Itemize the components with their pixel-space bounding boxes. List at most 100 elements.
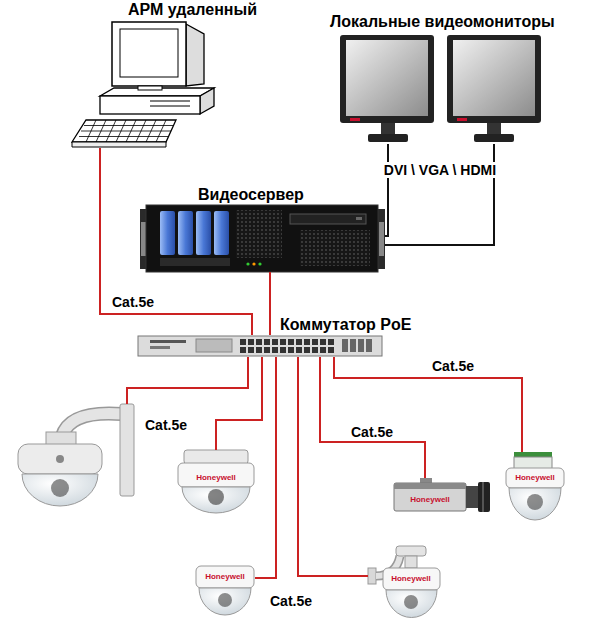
box-camera-illustration-part [466,486,478,508]
workstation-illustration-part [156,120,166,142]
poe-switch-illustration-part [150,346,170,349]
dome-camera-illustration [196,566,254,615]
poe-switch-illustration-part [358,339,364,352]
ptz-camera-illustration-part [404,595,418,609]
dome-camera-illustration [506,452,564,520]
dome-camera-illustration [178,450,254,513]
workstation-illustration-part [186,24,204,86]
workstation-illustration-part [84,125,174,126]
cable-line [385,144,388,236]
video-server-node: Видеосервер [140,205,385,272]
video-cable [385,144,494,245]
dome-camera-illustration-part [196,566,254,588]
cat5e-cable [334,357,522,452]
brand-logo: Honeywell [205,572,245,582]
cable-line [269,272,271,335]
box-camera-illustration-part [478,482,490,512]
cable-line [385,144,494,245]
video-server-illustration-part [214,211,229,255]
video-server-illustration-part [146,205,378,272]
workstation-illustration-part [86,120,96,142]
poe-switch-illustration-part [350,339,356,352]
camera-node: Honeywell [503,452,569,522]
cable-label: Cat.5e [349,424,395,440]
node-heading: Видеосервер [198,186,304,204]
video-server-illustration-part [236,210,282,258]
workstation-illustration-part [72,120,176,142]
poe-switch-node: Коммутатор PoE [138,335,382,357]
camera-node: Honeywell [390,478,492,516]
poe-switch-illustration-part [366,339,372,352]
workstation-illustration-part [136,120,146,142]
workstation-illustration-part [81,131,171,132]
video-server-illustration-part [178,211,193,255]
dome-camera-illustration-part [208,489,224,505]
poe-switch-illustration-part [138,336,382,356]
cable-line [100,148,252,335]
workstation-illustration-part [146,120,156,142]
video-server-illustration-part [141,222,146,256]
workstation-illustration-part [100,96,200,114]
brand-logo: Honeywell [391,574,431,584]
video-server-illustration-part [356,217,362,220]
dome-camera-illustration-part [527,494,543,510]
ptz-camera-illustration [18,404,134,506]
dome-camera-illustration-part [514,452,552,457]
dome-camera-illustration-part [514,457,552,469]
cat5e-cable [100,148,252,335]
dome-camera-illustration-part [509,488,561,520]
video-server-illustration-part [160,211,175,255]
cat5e-cable [298,357,368,576]
workstation-illustration-part [112,22,186,86]
dome-camera-illustration-part [184,450,248,464]
video-server-illustration-part [246,262,249,265]
monitors-illustration-part [368,134,408,142]
workstation-illustration [72,22,214,147]
camera-node: Honeywell [175,450,257,514]
workstation-illustration-part [200,88,214,114]
cat5e-cable [270,272,271,335]
ptz-camera-illustration-part [368,568,376,584]
workstation-illustration-part [150,106,190,107]
monitors-illustration-part [447,35,541,123]
box-camera-illustration-part [482,482,484,512]
dome-camera-illustration-part [182,487,250,513]
workstation-node: АРМ удаленный [68,20,218,148]
video-server-illustration-part [160,258,230,266]
dome-camera-illustration-part [506,468,564,488]
cable-line [216,357,262,450]
cable-label: Cat.5e [110,294,156,310]
monitors-illustration-part [346,40,428,116]
box-camera-illustration-part [394,483,466,489]
cable-label: Cat.5e [430,358,476,374]
poe-switch-illustration-part [196,339,232,352]
poe-switch-illustration-part [342,339,348,352]
workstation-illustration-part [138,86,162,90]
monitors-illustration-part [381,123,395,135]
dome-camera-illustration-part [218,593,232,607]
cat5e-cable [320,357,425,478]
ptz-camera-illustration-part [386,590,437,618]
cable-label: DVI \ VGA \ HDMI [382,162,498,178]
ptz-camera-illustration-part [405,556,417,568]
video-server-illustration-part [290,214,366,224]
box-camera-illustration-part [394,483,466,511]
ptz-camera-illustration-part [120,404,134,496]
monitors-illustration-part [340,35,434,123]
workstation-illustration-part [96,120,106,142]
node-heading: АРМ удаленный [128,1,257,19]
ptz-camera-illustration-part [18,444,102,474]
workstation-illustration-part [126,120,136,142]
video-server-illustration-part [252,262,255,265]
cable-line [334,357,522,452]
box-camera-illustration [394,478,490,512]
workstation-illustration-part [72,142,166,147]
monitors-illustration-part [453,40,535,116]
poe-switch-illustration-part [150,340,186,343]
ptz-camera-illustration-part [396,546,426,556]
cat5e-cable [216,357,262,450]
video-server-illustration-part [258,262,261,265]
video-server-illustration-part [379,222,384,256]
